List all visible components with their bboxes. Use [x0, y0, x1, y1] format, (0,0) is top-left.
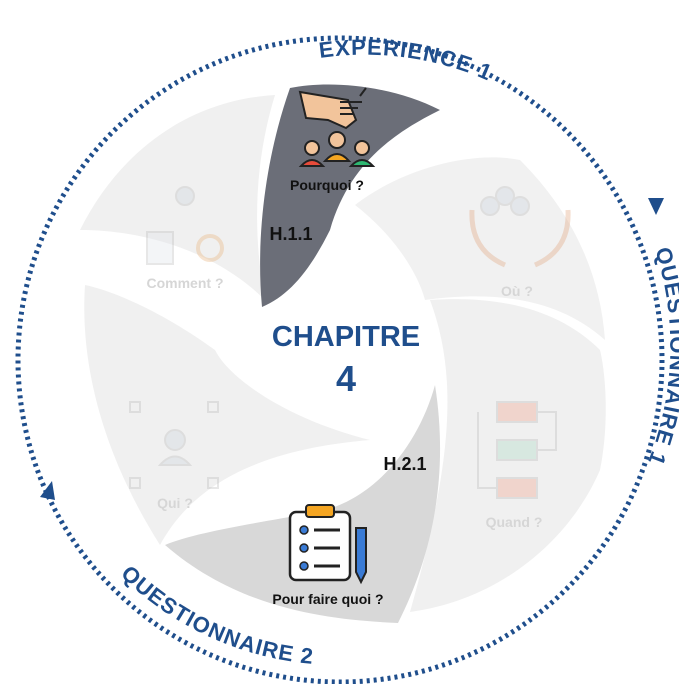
segment-qui: [84, 285, 370, 545]
segment-label-qui: Qui ?: [157, 495, 193, 511]
ring-label-experience: EXPERIENCE 1: [318, 35, 497, 86]
outer-dotted-ring: [15, 35, 665, 684]
segment-quand: [410, 299, 606, 612]
segment-tag-h21: H.2.1: [383, 454, 426, 474]
ring-arrow-left: [40, 481, 55, 500]
hands-holding-people-icon: [469, 186, 571, 268]
document-gear-icon: [146, 186, 224, 265]
segment-ou: [355, 157, 605, 340]
graduate-network-icon: [129, 401, 219, 489]
ring-arrow-right: [648, 198, 664, 215]
segment-label-pourquoi: Pourquoi ?: [290, 177, 364, 193]
segment-tag-h11: H.1.1: [269, 224, 312, 244]
segment-label-ou: Où ?: [501, 283, 533, 299]
segment-label-pour-faire-quoi: Pour faire quoi ?: [272, 591, 383, 607]
clipboard-checklist-icon: [288, 504, 367, 585]
process-flow-icon: [477, 401, 557, 499]
segment-label-quand: Quand ?: [486, 514, 543, 530]
ring-label-questionnaire-1: QUESTIONNAIRE 1: [643, 244, 679, 469]
center-number: 4: [336, 358, 356, 399]
segment-label-comment: Comment ?: [147, 275, 224, 291]
segment-pour-faire-quoi: [165, 385, 441, 623]
segment-comment: [80, 95, 275, 300]
segment-pourquoi: [260, 84, 440, 307]
hand-picking-people-icon: [298, 87, 376, 167]
center-title: CHAPITRE: [272, 321, 420, 353]
